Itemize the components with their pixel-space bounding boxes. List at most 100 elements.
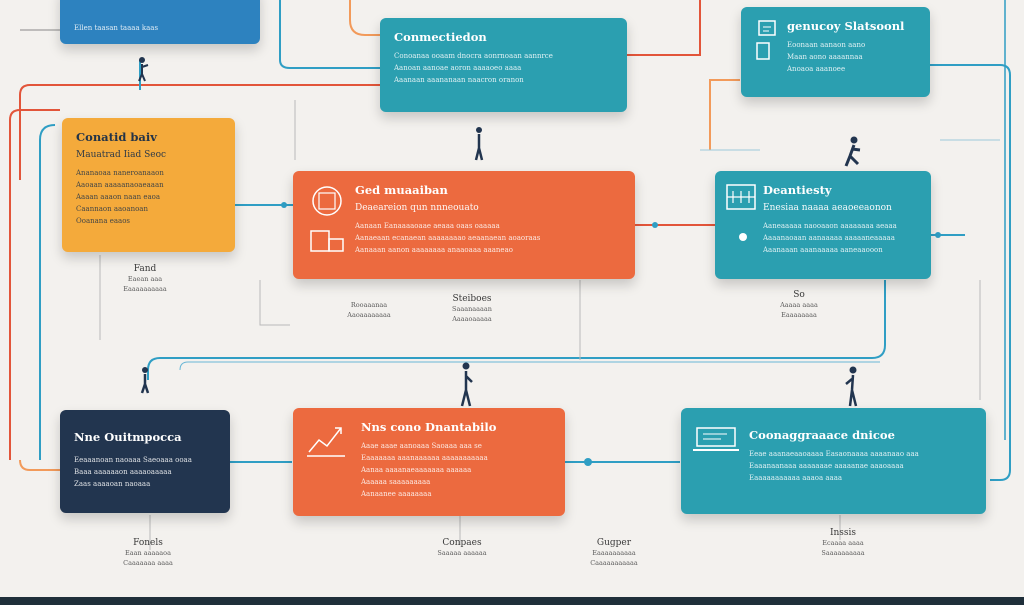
person-figure-icon: [844, 136, 861, 167]
caption-line: Eaaaaaaaaaa: [123, 285, 167, 293]
caption-line: Saaaaa aaaaaa: [437, 549, 487, 557]
caption-line: Rooaaanaa: [350, 301, 388, 309]
card-line: Conoanaa ooaam dnocra aonrnoaan aannrce: [394, 52, 553, 60]
card-line: Aanaeaan ecanaean aaaaaaaao aeaanaean ao…: [355, 234, 541, 242]
caption-line: Ecaaaa aaaa: [822, 539, 864, 547]
card-top-right[interactable]: genucoy Slatsoonl Eoonaan aanaon aano Ma…: [741, 7, 930, 97]
document-settings-icon: [310, 186, 344, 252]
person-figure-icon: [140, 367, 150, 394]
card-teal-bottom[interactable]: Coonaggraaace dnicoe Eeae aaanaeaaoaaaa …: [681, 408, 986, 514]
caption-head: Gugper: [596, 538, 632, 548]
caption-bottom-right: Inssis Ecaaaa aaaa Saaaaaaaaaa: [800, 528, 886, 558]
card-title: Conatid baiv: [76, 130, 157, 144]
caption-line: Eaean aaa: [127, 275, 163, 283]
card-navy[interactable]: Nne Ouitmpocca Eeaaanoan naoaaa Saeoaaa …: [60, 410, 230, 513]
card-title: Deantiesty: [763, 183, 832, 197]
connector-red-top: [19, 84, 380, 180]
card-line: Aaneaaaaa naooaaon aaaaaaaa aeaaa: [763, 222, 897, 230]
card-line: Aanaan Eanaaaaoaae aeaaa oaas oaaaaa: [355, 222, 500, 230]
footer-bar: [0, 597, 1024, 605]
card-title: Ged muaaiban: [355, 183, 448, 197]
caption-head: Steiboes: [452, 294, 492, 304]
caption-line: Aaaaoaaaaa: [452, 315, 492, 323]
connector-teal-right: [930, 64, 1011, 481]
caption-right-mid: So Aaaaa aaaa Eaaaaaaaa: [762, 290, 836, 320]
card-line: Ooanana eaaos: [76, 217, 131, 225]
caption-line: Eaaaaaaaaaa: [592, 549, 636, 557]
card-title: Nns cono Dnantabilo: [361, 420, 497, 434]
caption-head: Fand: [133, 264, 157, 274]
caption-line: Aaoaaaaaaaa: [347, 311, 391, 319]
caption-amber-below: Fand Eaean aaa Eaaaaaaaaaa: [110, 264, 180, 294]
card-line: Aanaaan aanon aaaaaaaa anaaoaaa aaaneao: [355, 246, 513, 254]
person-figure-icon: [474, 127, 484, 161]
card-line: Zaas aaaaoan naoaaa: [74, 480, 151, 488]
card-line: Aanaanee aaaaaaaa: [361, 490, 432, 498]
card-title: Conmectiedon: [394, 30, 487, 44]
card-teal-right[interactable]: Deantiesty Enesiaa naaaa aeaoeeaonon Aan…: [715, 171, 931, 279]
card-line: Aaae aaae aanoaaa Saoaaa aaa se: [361, 442, 482, 450]
card-amber[interactable]: Conatid baiv Mauatrad Iiad Seoc Ananaoaa…: [62, 118, 235, 252]
card-line: Aaaanaoaan aanaaaaa aaaaaneaaaaa: [763, 234, 895, 242]
card-subtitle: Enesiaa naaaa aeaoeeaonon: [763, 203, 892, 213]
card-line: Eaaaaaaa aaanaaaaaa aaaaaaaaaaa: [361, 454, 488, 462]
card-line: Aaanaan aaananaan naacron oranon: [394, 76, 524, 84]
card-line: Aaanaaan aaanaaaaa aaneaaooon: [763, 246, 883, 254]
caption-head: So: [793, 290, 805, 300]
calendar-icon: [726, 184, 756, 241]
card-connection[interactable]: Conmectiedon Conoanaa ooaam dnocra aonrn…: [380, 18, 627, 112]
connector-middle-horizontal: [147, 280, 886, 380]
caption-bottom-mid: Gugper Eaaaaaaaaaa Caaaaaaaaaaa: [566, 538, 662, 568]
card-top-blue[interactable]: Ellen taasan taaaa kaas: [60, 0, 260, 44]
caption-line: Caaaaaaa aaaa: [123, 559, 173, 567]
card-line: Maan aono aaaannaa: [787, 53, 863, 61]
card-orange-center[interactable]: Ged muaaiban Deaeareion qun nnneouato Aa…: [293, 171, 635, 279]
card-line: Aanoan aanoae aoron aaaaoeo aaaa: [394, 64, 522, 72]
caption-center-left: Rooaaanaa Aaoaaaaaaaa: [332, 300, 406, 320]
connector-orange-top: [349, 0, 380, 36]
caption-bottom-left: Fonels Eaan aaaaaoa Caaaaaaa aaaa: [100, 538, 196, 568]
caption-line: Eaaaaaaaa: [781, 311, 817, 319]
card-title: Coonaggraaace dnicoe: [749, 428, 895, 442]
caption-head: Inssis: [829, 528, 857, 538]
card-line: Aaaan aaaon naan eaoa: [76, 193, 161, 201]
card-line: Eaaanaanaaa aaaaaaae aaaaanae aaaoaaaa: [749, 462, 904, 470]
caption-bottom-center: Conpaes Saaaaa aaaaaa: [420, 538, 504, 558]
card-line: Aaaaaa saaaaaaaaa: [361, 478, 431, 486]
connector-orange-left-bottom: [19, 459, 60, 471]
caption-line: Caaaaaaaaaaa: [590, 559, 638, 567]
card-line: Eaaaaaaaaaaa aaaoa aaaa: [749, 474, 843, 482]
person-figure-icon: [460, 362, 473, 407]
laptop-icon: [693, 427, 739, 451]
card-line: Ananaoaa naneroanaaon: [76, 169, 164, 177]
connector-red-right-top: [627, 0, 701, 56]
card-subtitle: Deaeareion qun nnneouato: [355, 203, 479, 213]
card-line: Baaa aaaaaaon aaaaoaaaaa: [74, 468, 172, 476]
caption-line: Saaaaaaaaaa: [821, 549, 865, 557]
card-line: Eoonaan aanaon aano: [787, 41, 866, 49]
caption-line: Saaanaaaan: [452, 305, 492, 313]
card-line: Caannaon aaoanoan: [76, 205, 148, 213]
card-subtitle: Mauatrad Iiad Seoc: [76, 150, 167, 160]
caption-line: Eaan aaaaaoa: [125, 549, 171, 557]
card-line: Eeaaanoan naoaaa Saeoaaa ooaa: [74, 456, 192, 464]
caption-line: Aaaaa aaaa: [780, 301, 818, 309]
card-title: genucoy Slatsoonl: [787, 19, 905, 33]
caption-head: Conpaes: [442, 538, 482, 548]
card-line: Anoaoa aaanoee: [787, 65, 846, 73]
connector-red-left: [9, 109, 60, 460]
connector-teal-top: [279, 0, 380, 69]
chart-trend-icon: [307, 427, 345, 457]
caption-head: Fonels: [133, 538, 163, 548]
card-line: Ellen taasan taaaa kaas: [74, 24, 159, 32]
card-title: Nne Ouitmpocca: [74, 430, 182, 444]
card-line: Aanaa aaaanaeaaaaaaa aaaaaa: [361, 466, 472, 474]
person-figure-icon: [138, 57, 149, 82]
person-figure-icon: [845, 366, 858, 407]
clipboard-icon: [756, 20, 776, 60]
card-line: Eeae aaanaeaaoaaaa Easaonaaaa aaaanaao a…: [749, 450, 919, 458]
card-orange-bottom[interactable]: Nns cono Dnantabilo Aaae aaae aanoaaa Sa…: [293, 408, 565, 516]
connector-teal-left: [39, 124, 56, 460]
connector-orange-right: [709, 79, 740, 150]
